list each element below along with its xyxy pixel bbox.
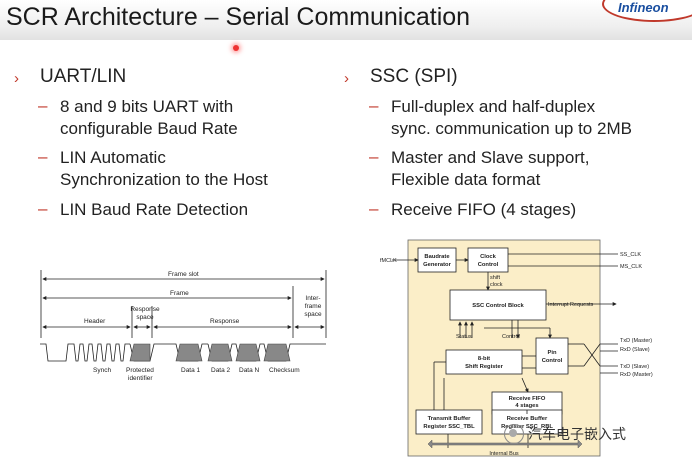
ssc-block-diagram: Baudrate Generator Clock Control SSC Con… [380,239,653,457]
label-clock-control: Control [478,262,499,268]
label-interrupt-requests: Interrupt Requests [548,302,593,308]
label-pin: Pin [547,350,556,356]
dash-bullet-icon: – [369,147,379,166]
label-synch: Synch [93,367,111,374]
label-receive-buffer: Receive Buffer [507,416,548,422]
label-ssc-rbl: Register SSC_RBL [501,424,553,430]
left-bullet-1: 8 and 9 bits UART with configurable Baud… [60,97,238,138]
right-bullet-2: Master and Slave support, Flexible data … [391,148,590,189]
label-protected-1: Protected [126,367,154,374]
title-bar [0,0,692,40]
label-internal-bus: Internal Bus [489,451,519,457]
label-interframe-3: space [304,311,322,318]
label-fifo-stages: 4 stages [515,403,538,409]
ssc-heading: SSC (SPI) [370,66,458,87]
clock-control-block [467,247,509,273]
chevron-bullet-icon: › [344,70,349,87]
label-header: Header [84,318,106,325]
internal-bus-arrow [427,439,583,449]
label-ms-clk: MS_CLK [620,264,642,270]
label-checksum: Checksum [269,367,300,374]
right-bullet-3: Receive FIFO (4 stages) [391,200,577,219]
dash-bullet-icon: – [369,96,379,115]
left-bullet-3: LIN Baud Rate Detection [60,200,249,219]
label-response-space-2: space [136,314,154,321]
label-protected-2: identifier [128,375,153,382]
label-ssc-tbl: Register SSC_TBL [423,424,475,430]
label-baudrate: Baudrate [424,254,450,260]
label-status: Status [456,334,472,340]
label-generator: Generator [423,262,451,268]
watermark: 汽车电子嵌入式 [504,424,626,444]
right-bullet-1: Full-duplex and half-duplex sync. commun… [391,97,632,138]
label-frame-slot: Frame slot [168,271,199,278]
transmit-buffer-block [415,409,483,435]
label-shift-clock: clock [490,282,503,288]
label-txd-slave: TxD (Slave) [620,364,649,370]
lin-frame-diagram: Frame slot Frame Header Response space R… [40,270,327,382]
label-rxd-slave: RxD (Slave) [620,347,650,353]
left-bullet-2: LIN Automatic Synchronization to the Hos… [60,148,268,189]
label-txd-master: TxD (Master) [620,338,652,344]
baudrate-generator-block [417,247,457,273]
dash-bullet-icon: – [38,199,48,218]
label-ssc-control-block: SSC Control Block [472,303,524,309]
label-shift-register: Shift Register [465,364,503,370]
label-rxd-master: RxD (Master) [620,372,653,378]
label-clock: Clock [480,254,497,260]
wechat-icon [504,424,524,444]
label-response: Response [210,318,240,325]
dash-bullet-icon: – [369,199,379,218]
shift-register-block [445,349,523,375]
label-8bit: 8-bit [478,356,490,362]
label-transmit-buffer: Transmit Buffer [428,416,472,422]
label-interframe-1: Inter- [305,295,320,302]
label-response-space-1: Response [130,306,160,313]
label-pin-control: Control [542,358,563,364]
ssc-control-block [449,289,547,321]
label-shift: shift [490,275,501,281]
label-fmclk: fMCLK [380,258,397,264]
dash-bullet-icon: – [38,96,48,115]
pin-control-block [535,337,569,375]
chevron-bullet-icon: › [14,70,19,87]
label-data2: Data 2 [211,367,231,374]
label-receive-fifo: Receive FIFO [509,396,546,402]
uart-heading: UART/LIN [40,66,127,87]
dash-bullet-icon: – [38,147,48,166]
label-datan: Data N [239,367,260,374]
label-control: Control [502,334,520,340]
logo-text: Infineon [618,0,669,15]
label-ss-clk: SS_CLK [620,252,641,258]
slide-title: SCR Architecture – Serial Communication [6,3,471,31]
label-frame: Frame [170,290,189,297]
laser-pointer-dot [233,45,239,51]
watermark-text: 汽车电子嵌入式 [528,426,626,442]
label-data1: Data 1 [181,367,201,374]
label-interframe-2: frame [305,303,322,310]
